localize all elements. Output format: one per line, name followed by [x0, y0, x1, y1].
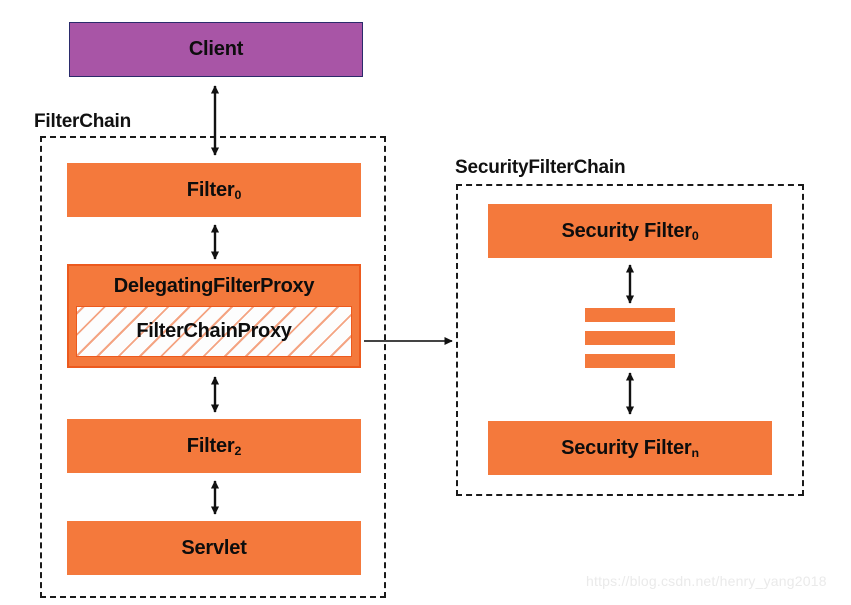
- node-security-filter-n-text: Security Filter: [561, 436, 692, 459]
- node-security-filter-n-subscript: n: [691, 446, 700, 461]
- node-filter-0-text: Filter: [186, 178, 235, 201]
- node-security-filter-0-text: Security Filter: [561, 219, 692, 242]
- node-servlet-label: Servlet: [181, 536, 247, 559]
- node-filter-0-label: Filter0: [186, 178, 242, 203]
- group-box-security-filter-chain: [456, 184, 804, 496]
- group-label-security-filter-chain: SecurityFilterChain: [455, 157, 626, 178]
- node-security-filter-n-label: Security Filtern: [561, 436, 700, 461]
- ellipsis-bar-1: [585, 308, 675, 322]
- node-filter-2-text: Filter: [186, 434, 235, 457]
- node-filter-chain-proxy[interactable]: FilterChainProxy: [76, 306, 352, 357]
- node-filter-chain-proxy-label: FilterChainProxy: [136, 320, 292, 342]
- group-label-filter-chain: FilterChain: [34, 111, 132, 132]
- node-client-label: Client: [188, 38, 244, 60]
- node-filter-0-subscript: 0: [234, 188, 242, 203]
- node-security-filter-0-label: Security Filter0: [561, 219, 699, 244]
- watermark: https://blog.csdn.net/henry_yang2018: [586, 573, 827, 589]
- node-security-filter-0-subscript: 0: [691, 229, 699, 244]
- node-delegating-filter-proxy-label: DelegatingFilterProxy: [113, 274, 315, 297]
- node-filter-2-subscript: 2: [234, 444, 242, 459]
- node-delegating-filter-proxy[interactable]: DelegatingFilterProxy FilterChainProxy: [67, 264, 361, 368]
- node-security-filter-0[interactable]: Security Filter0: [470, 204, 772, 276]
- ellipsis-bar-2: [585, 331, 675, 345]
- ellipsis-bar-3: [585, 354, 675, 368]
- node-filter-2-label: Filter2: [186, 434, 242, 459]
